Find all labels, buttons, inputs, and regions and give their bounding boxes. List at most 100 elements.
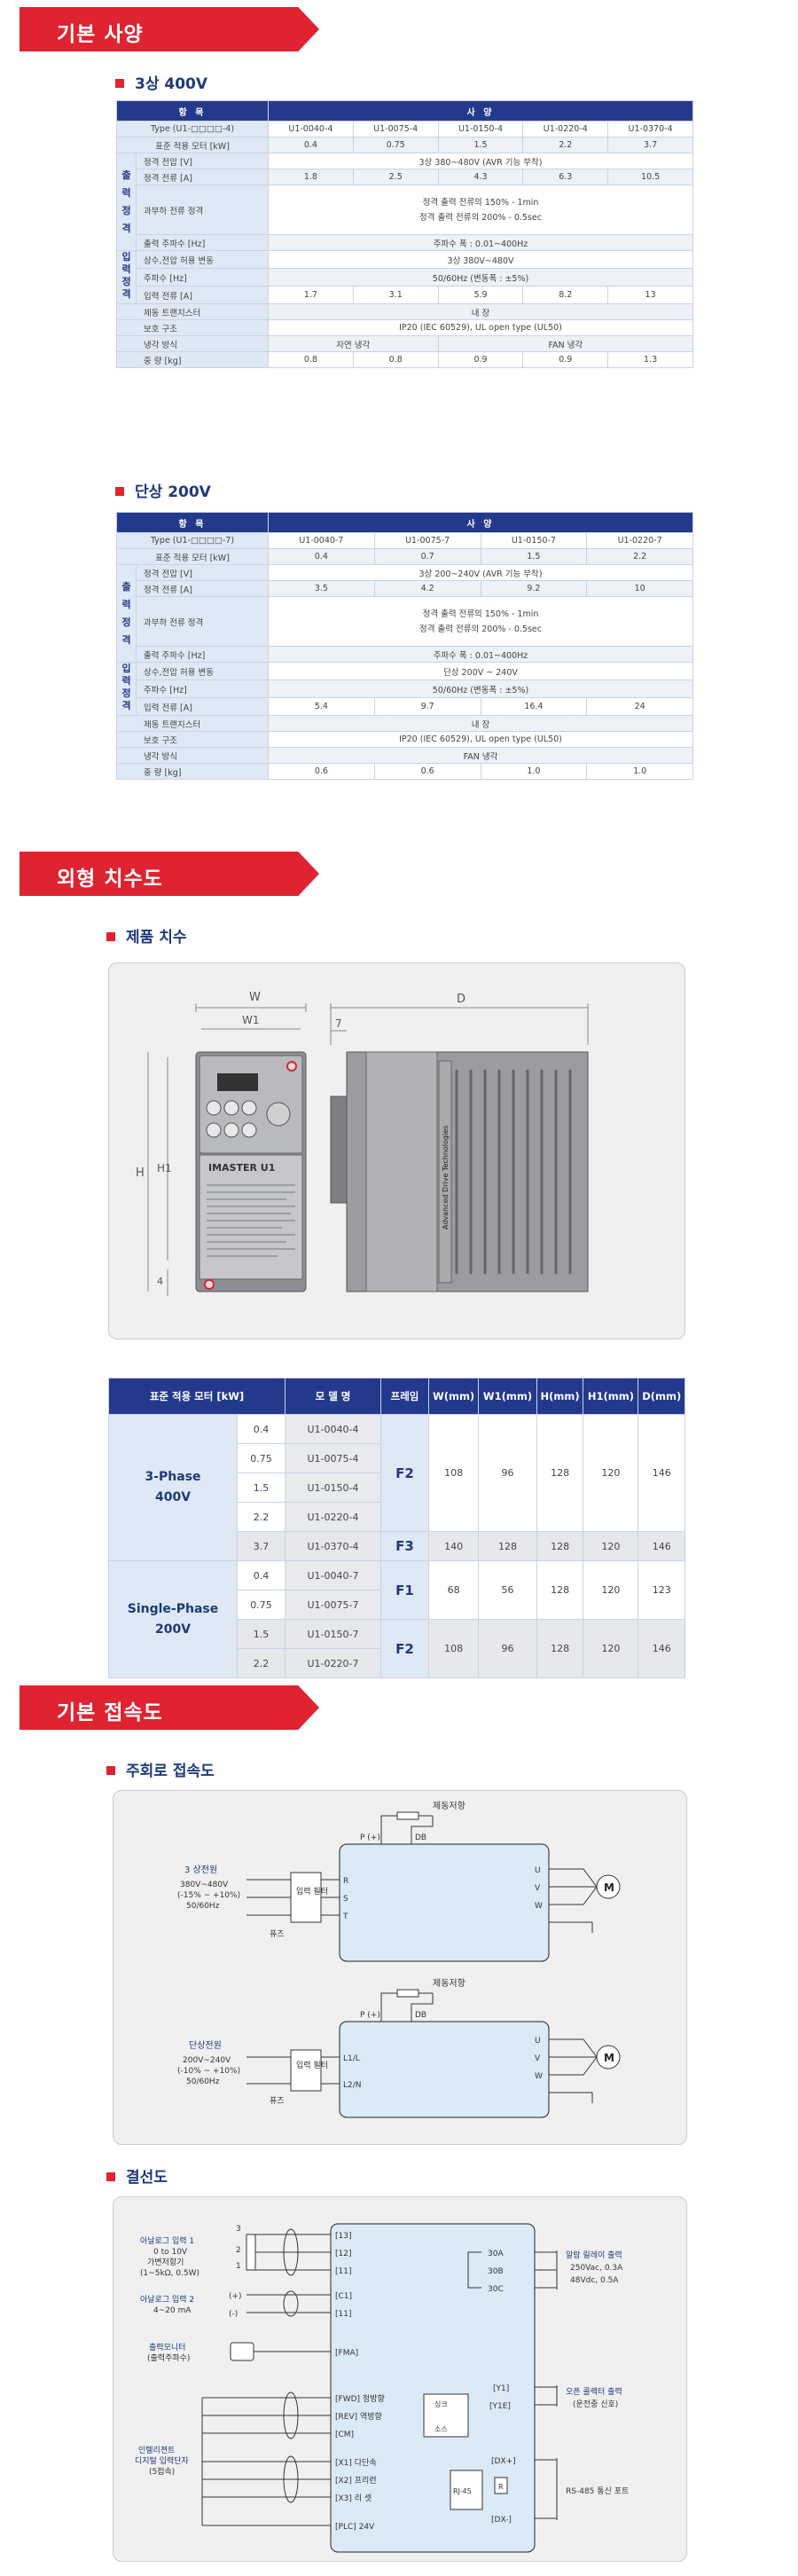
relay-out: 250Vac, 0.3A [570,2264,623,2273]
relay-out: 48Vdc, 0.5A [570,2276,619,2285]
term-l1: L1/L [343,2054,360,2063]
minus-label: (-) [229,2310,238,2319]
cell: 9.7 [373,697,481,716]
row-label: 표준 적용 모터 [kW] [116,548,269,565]
cell-dim: 96 [478,1619,537,1678]
cell: 13 [607,286,693,304]
cell-frame: F1 [380,1560,429,1620]
single-src-label: 단상전원 [189,2040,222,2051]
cell: 3상 200~240V (AVR 기능 부착) [268,564,693,581]
row-label: Type (U1-□□□□-4) [116,121,269,137]
cell: 1.5 [437,137,524,153]
cell: 6.3 [522,169,609,185]
cell-overload: 정격 출력 전류의 150% - 1min 정격 출력 전류의 200% - 0… [268,596,693,647]
src-tol: (-15% ~ +10%) [177,1891,240,1900]
brand-text: Advanced Drive Technologies [442,1126,450,1229]
overload-line: 정격 출력 전류의 150% - 1min [422,609,539,619]
cell: U1-0075-4 [352,121,439,137]
cell: U1-0150-7 [480,532,588,549]
row-label: 정격 전압 [V] [136,564,269,581]
cell-dim: 128 [536,1531,584,1561]
spec-table-3phase: 항 목 사 양 Type (U1-□□□□-4) U1-0040-4 U1-00… [116,100,694,368]
row-label: 정격 전류 [A] [136,169,269,185]
brake-res-label: 제동저항 [433,1801,466,1811]
fuse-label: 퓨즈 [270,2096,285,2106]
subtitle-3phase: 3상 400V [115,71,207,93]
cell: 0.4 [268,137,354,153]
cell-dim: 108 [427,1414,480,1532]
cell-dim: 96 [478,1414,537,1532]
header: 프레임 [380,1378,429,1415]
term: [X3] 리 셋 [335,2494,372,2503]
subtitle-single-phase: 단상 200V [115,479,211,501]
section-title: 기본 접속도 [57,1701,163,1724]
ai1-l4: (1~5kΩ, 0.5W) [140,2269,200,2278]
header: 모 델 명 [285,1378,381,1415]
oc-pin: [Y1E] [489,2402,511,2411]
cell-dim: 128 [536,1619,584,1678]
wiring-svg: 아날로그 입력 1 0 to 10V 가변저항기 (1~5kΩ, 0.5W) 3… [135,2223,629,2553]
oc-out: (운전중 신호) [573,2399,618,2409]
src-v: 380V~480V [180,1881,229,1889]
cell: FAN 냉각 [268,747,693,764]
cell: 0.7 [373,548,481,565]
header: H1(mm) [583,1378,639,1415]
cell-model: U1-0075-4 [285,1443,381,1473]
cell: 0.6 [268,763,375,780]
group-input: 입력정격 [116,662,137,716]
pot-pin: 1 [236,2262,241,2271]
cell-dim: 56 [478,1560,537,1620]
cell-model: U1-0040-4 [285,1414,381,1444]
label-h1: H1 [157,1162,172,1174]
header-item: 항 목 [116,512,269,533]
term-s: S [343,1895,348,1904]
meter-l2: (출력주파수) [147,2352,190,2363]
cell: U1-0220-4 [522,121,609,137]
cell: 내 장 [268,715,693,732]
rs-pin: [DX-] [491,2516,512,2525]
cell: 주파수 폭 : 0.01~400Hz [268,646,693,663]
pot-pin: 3 [236,2225,241,2234]
term-w: W [535,2072,543,2081]
section-title: 외형 치수도 [57,868,163,891]
row-label: 상수,전압 허용 변동 [136,250,269,269]
product-dimension-drawing: W W1 D 7 H H1 4 IMASTER U1 [108,962,685,1339]
cell: 3.5 [268,580,375,597]
group-label: 출력정격 [121,580,131,646]
r-label: R [498,2483,504,2491]
cell: 2.2 [522,137,609,153]
row-label: 출력 주파수 [Hz] [136,234,269,251]
cell: U1-0220-7 [586,532,693,549]
relay-pin: 30B [488,2267,504,2276]
pot-pin: 2 [236,2246,241,2255]
row-label: 보호 구조 [116,731,269,748]
cell-kw: 2.2 [237,1502,286,1532]
section-banner-connection: 기본 접속도 [20,1685,319,1730]
single-v: 200V~240V [183,2056,231,2065]
cell: 0.4 [268,548,375,565]
cell-kw: 0.4 [237,1560,286,1590]
term-r: R [343,1877,348,1886]
cell: U1-0040-7 [268,532,375,549]
header: D(mm) [638,1378,685,1415]
ai2-l1: 아날로그 입력 2 [140,2294,194,2305]
cell-model: U1-0370-4 [285,1531,381,1561]
term: [12] [335,2250,351,2258]
row-label: 출력 주파수 [Hz] [136,646,269,663]
row-label: 입력 전류 [A] [136,697,269,716]
cell: 1.3 [607,351,693,368]
single-tol: (-10% ~ +10%) [177,2067,240,2076]
header-spec: 사 양 [268,512,693,533]
term-u: U [535,2037,541,2046]
term: [X2] 프리런 [335,2476,377,2486]
main-circuit-svg: 제동저항 P (+) DB 3 상전원 380V~480V (-15% ~ +1… [177,1801,621,2118]
section-banner-basic-spec: 기본 사양 [20,7,319,51]
term: [11] [335,2267,351,2276]
plus-label: (+) [229,2292,242,2301]
cell: 0.9 [522,351,609,368]
row-label: 주파수 [Hz] [136,679,269,698]
row-label: 과부하 전류 정격 [136,185,269,235]
cell: IP20 (IEC 60529), UL open type (UL50) [268,731,693,748]
sink-label: 싱크 [434,2399,448,2408]
cell: 10 [586,580,693,597]
